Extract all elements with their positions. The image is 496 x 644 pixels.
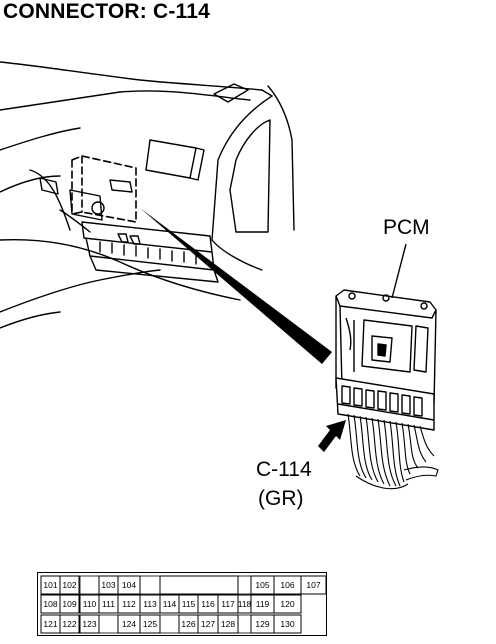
pin-cell — [59, 614, 80, 634]
pin-number: 103 — [101, 580, 115, 590]
pin-number: 125 — [143, 619, 157, 629]
pin-number: 108 — [43, 599, 57, 609]
pin-number: 124 — [122, 619, 136, 629]
pin-number: 129 — [255, 619, 269, 629]
pin-cell — [273, 594, 302, 614]
pin-cell — [300, 575, 327, 595]
pin-cell — [59, 594, 80, 614]
pin-number: 117 — [221, 599, 235, 609]
pin-number: 104 — [122, 580, 136, 590]
pin-number: 114 — [163, 599, 177, 609]
pin-table-frame — [37, 572, 327, 636]
dashboard-outline — [0, 61, 295, 329]
connector-pin-table: 101 102 103 104 105 106 107 108 109 110 111 112 113 1… — [37, 572, 327, 636]
leader-wedge — [140, 208, 332, 364]
pin-number: 116 — [201, 599, 215, 609]
pcm-label: PCM — [383, 216, 430, 239]
pin-number: 122 — [62, 619, 76, 629]
connector-label: C-114 — [256, 458, 312, 481]
page-title: CONNECTOR: C-114 — [3, 0, 211, 23]
pin-number: 110 — [83, 599, 97, 609]
pin-number: 130 — [280, 619, 294, 629]
pin-number: 123 — [82, 619, 96, 629]
pin-number: 102 — [62, 580, 76, 590]
pin-number: 127 — [201, 619, 215, 629]
pin-number: 120 — [280, 599, 294, 609]
pin-cell — [59, 575, 80, 595]
pcm-pointer-line — [391, 243, 407, 299]
pin-number: 118 — [238, 599, 252, 609]
dashboard-illustration — [0, 61, 439, 490]
connector-color-label: (GR) — [258, 487, 304, 510]
pin-cell-empty — [139, 575, 161, 595]
pin-number: 106 — [280, 580, 294, 590]
pin-cell-empty — [98, 614, 119, 634]
pin-cell-empty — [159, 614, 180, 634]
pin-cell-empty — [237, 575, 252, 595]
pin-number: 121 — [43, 619, 57, 629]
pin-number: 113 — [143, 599, 157, 609]
pin-cell-empty-block — [159, 575, 239, 595]
pin-number: 101 — [43, 580, 57, 590]
pcm-unit — [335, 289, 437, 431]
pin-number: 119 — [256, 599, 270, 609]
pin-cell — [273, 614, 302, 634]
pin-number: 128 — [221, 619, 235, 629]
pin-number: 126 — [181, 619, 195, 629]
pin-number: 107 — [306, 580, 320, 590]
connector-arrow — [318, 420, 346, 452]
pin-number: 111 — [102, 599, 115, 609]
location-highlight-box — [71, 155, 137, 223]
wiring-harness — [347, 413, 439, 490]
pin-number: 105 — [255, 580, 269, 590]
pin-number: 115 — [182, 599, 196, 609]
pin-number: 109 — [62, 599, 76, 609]
pin-cell-empty — [237, 614, 252, 634]
pin-number: 112 — [122, 599, 136, 609]
pin-cell-empty — [79, 575, 100, 595]
